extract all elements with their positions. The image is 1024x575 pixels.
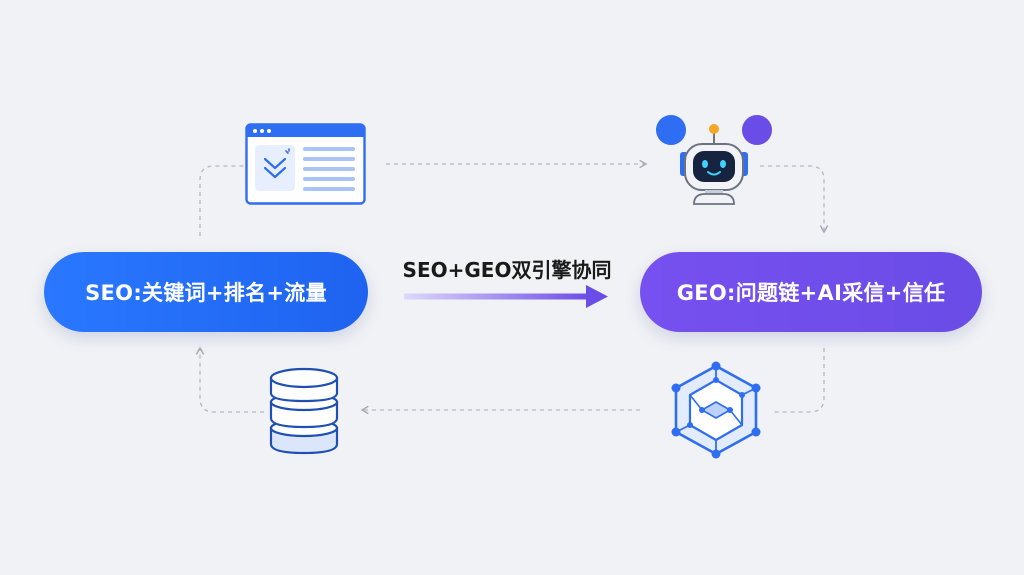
geo-node-label: GEO:问题链+AI采信+信任 xyxy=(676,281,946,305)
seo-node: SEO:关键词+排名+流量 xyxy=(44,252,368,332)
robot-icon xyxy=(656,115,772,205)
browser-window-icon xyxy=(245,123,366,205)
synergy-arrow-icon xyxy=(404,285,608,308)
connector-top-right xyxy=(760,165,829,234)
connector-top-left xyxy=(199,165,244,236)
seo-node-label: SEO:关键词+排名+流量 xyxy=(85,281,327,305)
connector-bottom-right xyxy=(772,348,825,413)
geo-node: GEO:问题链+AI采信+信任 xyxy=(640,252,982,332)
network-hexagon-icon xyxy=(671,361,761,459)
database-icon xyxy=(269,367,339,455)
synergy-label: SEO+GEO双引擎协同 xyxy=(402,258,612,282)
connector-bottom-left xyxy=(195,346,264,413)
